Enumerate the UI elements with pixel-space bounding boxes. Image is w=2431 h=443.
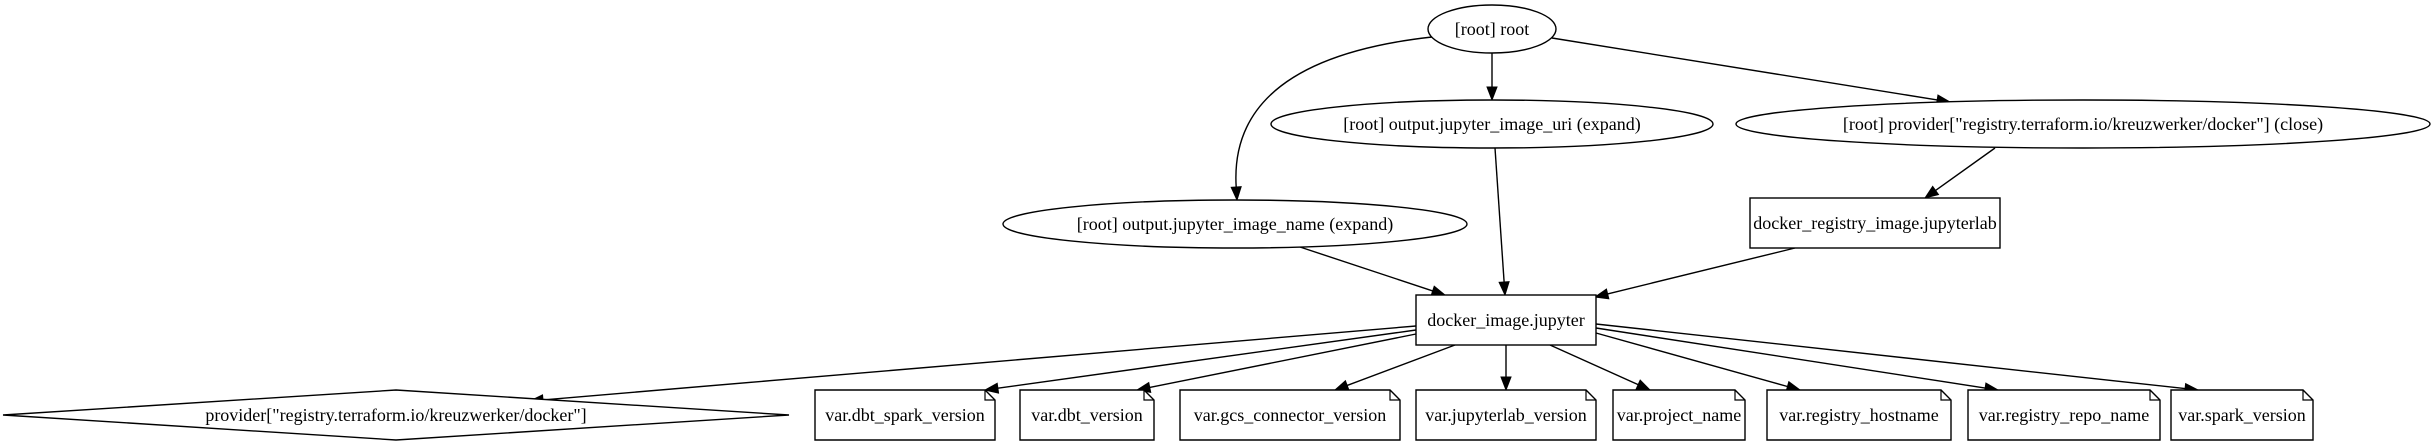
edge-root-to-output_image_name bbox=[1230, 36, 1433, 202]
node-ellipse bbox=[1270, 99, 1714, 149]
node-label: var.project_name bbox=[1617, 405, 1741, 425]
edge-line bbox=[1494, 147, 1505, 283]
node-label: [root] output.jupyter_image_uri (expand) bbox=[1343, 114, 1640, 135]
edge-root-to-provider_close bbox=[1551, 37, 1952, 106]
node-note bbox=[1766, 389, 1952, 441]
node-note bbox=[1019, 389, 1155, 441]
note-fold bbox=[1585, 390, 1596, 401]
node-label: var.spark_version bbox=[2178, 405, 2305, 425]
node-var-dbt-version[interactable]: var.dbt_version bbox=[1019, 389, 1155, 441]
edge-provider_close-to-registry_image bbox=[1923, 147, 1996, 199]
edge-docker_image-to-var_jupyterlab_version bbox=[1500, 345, 1512, 392]
arrowhead bbox=[1635, 379, 1652, 391]
edge-line bbox=[1551, 37, 1938, 101]
note-fold bbox=[1940, 390, 1951, 401]
arrowhead bbox=[1593, 288, 1610, 300]
note-fold bbox=[1734, 390, 1745, 401]
edge-docker_image-to-var_project_name bbox=[1549, 344, 1652, 391]
node-label: provider["registry.terraform.io/kreuzwer… bbox=[205, 405, 586, 425]
edge-root-to-output_image_uri bbox=[1486, 53, 1498, 102]
node-note bbox=[814, 389, 996, 441]
edge-docker_image-to-var_registry_hostname bbox=[1595, 332, 1802, 392]
edge-output_image_name-to-docker_image bbox=[1299, 246, 1447, 297]
note-fold bbox=[1389, 390, 1400, 401]
node-note bbox=[1179, 389, 1401, 441]
node-output-image-name[interactable]: [root] output.jupyter_image_name (expand… bbox=[1002, 199, 1468, 249]
node-registry-image[interactable]: docker_registry_image.jupyterlab bbox=[1749, 197, 2001, 249]
edge-docker_image-to-var_dbt_spark_version bbox=[983, 329, 1417, 394]
node-provider-close[interactable]: [root] provider["registry.terraform.io/k… bbox=[1735, 99, 2431, 149]
edge-line bbox=[1935, 147, 1996, 192]
note-fold bbox=[1143, 390, 1154, 401]
node-label: var.registry_repo_name bbox=[1979, 405, 2149, 425]
node-provider[interactable]: provider["registry.terraform.io/kreuzwer… bbox=[2, 389, 790, 441]
note-fold bbox=[2302, 390, 2313, 401]
node-label: var.dbt_spark_version bbox=[825, 405, 984, 425]
edge-line bbox=[1299, 246, 1433, 292]
node-note bbox=[1967, 389, 2161, 441]
edge-docker_image-to-var_gcs_connector_version bbox=[1333, 344, 1456, 391]
node-root[interactable]: [root] root bbox=[1427, 4, 1557, 54]
edge-line bbox=[997, 329, 1417, 389]
node-var-dbt-spark-version[interactable]: var.dbt_spark_version bbox=[814, 389, 996, 441]
node-label: docker_registry_image.jupyterlab bbox=[1753, 213, 1996, 233]
node-label: var.gcs_connector_version bbox=[1194, 405, 1386, 425]
nodes-layer: [root] root [root] output.jupyter_image_u… bbox=[2, 4, 2431, 441]
edge-registry_image-to-docker_image bbox=[1593, 247, 1796, 300]
node-var-spark-version[interactable]: var.spark_version bbox=[2170, 389, 2314, 441]
edge-line bbox=[1346, 344, 1456, 387]
node-ellipse bbox=[1735, 99, 2431, 149]
node-label: [root] root bbox=[1455, 19, 1529, 39]
node-var-gcs-connector-version[interactable]: var.gcs_connector_version bbox=[1179, 389, 1401, 441]
arrowhead bbox=[1333, 379, 1350, 391]
arrowhead bbox=[1923, 185, 1940, 199]
edge-line bbox=[1595, 332, 1788, 388]
node-ellipse bbox=[1002, 199, 1468, 249]
node-docker-image[interactable]: docker_image.jupyter bbox=[1415, 294, 1597, 346]
arrowhead bbox=[1500, 376, 1512, 392]
note-fold bbox=[2149, 390, 2160, 401]
edge-line bbox=[1235, 36, 1433, 188]
node-box bbox=[1415, 294, 1597, 346]
edge-line bbox=[1549, 344, 1639, 386]
node-var-jupyterlab-version[interactable]: var.jupyterlab_version bbox=[1415, 389, 1597, 441]
node-note bbox=[1612, 389, 1746, 441]
edge-output_image_uri-to-docker_image bbox=[1494, 147, 1510, 297]
node-label: [root] provider["registry.terraform.io/k… bbox=[1843, 114, 2323, 135]
edge-docker_image-to-var_registry_repo_name bbox=[1595, 327, 2000, 394]
node-label: var.dbt_version bbox=[1031, 405, 1142, 425]
note-fold bbox=[984, 390, 995, 401]
node-note bbox=[2170, 389, 2314, 441]
node-var-registry-repo-name[interactable]: var.registry_repo_name bbox=[1967, 389, 2161, 441]
arrowhead bbox=[983, 382, 1000, 394]
edge-line bbox=[542, 325, 1417, 401]
node-var-project-name[interactable]: var.project_name bbox=[1612, 389, 1746, 441]
arrowhead bbox=[1430, 285, 1447, 297]
edge-line bbox=[1607, 247, 1796, 295]
node-var-registry-hostname[interactable]: var.registry_hostname bbox=[1766, 389, 1952, 441]
node-ellipse bbox=[1427, 4, 1557, 54]
node-output-image-uri[interactable]: [root] output.jupyter_image_uri (expand) bbox=[1270, 99, 1714, 149]
edge-line bbox=[1595, 323, 2186, 390]
edge-line bbox=[1149, 333, 1417, 389]
edge-line bbox=[1595, 327, 1986, 389]
node-label: [root] output.jupyter_image_name (expand… bbox=[1077, 214, 1393, 235]
node-diamond bbox=[2, 389, 790, 441]
node-label: var.jupyterlab_version bbox=[1425, 405, 1586, 425]
arrowhead bbox=[1498, 281, 1510, 297]
arrowhead bbox=[1486, 86, 1498, 102]
arrowhead bbox=[1230, 186, 1242, 202]
node-label: docker_image.jupyter bbox=[1427, 310, 1584, 330]
node-label: var.registry_hostname bbox=[1779, 405, 1938, 425]
node-note bbox=[1415, 389, 1597, 441]
node-box bbox=[1749, 197, 2001, 249]
